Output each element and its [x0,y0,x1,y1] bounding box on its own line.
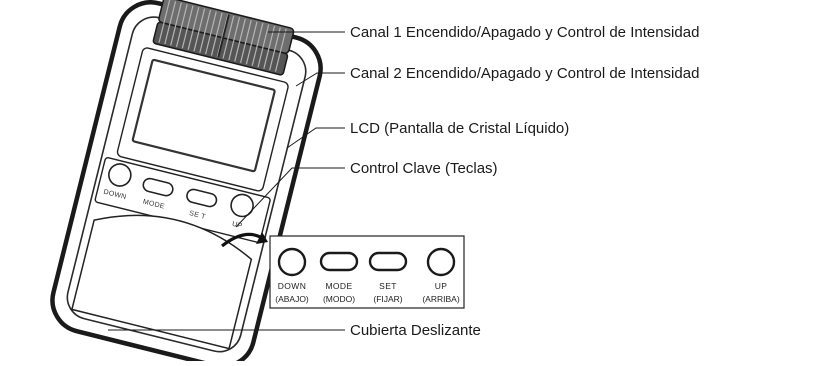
panel-up-key[interactable] [426,247,456,277]
sliding-cover[interactable] [70,201,256,350]
callout-cover: Cubierta Deslizante [350,322,481,339]
key-panel: DOWN MODE SET UP (ABAJO) (MODO) (FIJAR) … [269,235,465,309]
panel-up-sub: (ARRIBA) [422,294,459,304]
leader-channel2 [295,72,345,87]
device: DOWN MODE SE T UP [50,0,323,366]
panel-up-label: UP [435,281,448,291]
panel-set-key[interactable] [368,251,408,272]
panel-mode-label: MODE [325,281,352,291]
panel-down-sub: (ABAJO) [275,294,309,304]
device-set-button[interactable]: SE T [182,188,218,222]
leader-lcd [286,127,345,149]
panel-down-label: DOWN [278,281,307,291]
callout-keys: Control Clave (Teclas) [350,160,498,177]
panel-mode-sub: (MODO) [323,294,355,304]
panel-mode-key[interactable] [319,251,359,272]
panel-down-key[interactable] [277,247,307,277]
intensity-knobs [152,0,295,76]
leader-lines [108,31,345,331]
panel-set-label: SET [379,281,397,291]
leader-keys [235,167,345,228]
callout-lcd: LCD (Pantalla de Cristal Líquido) [350,120,569,137]
lcd-screen [131,58,276,173]
callout-channel1: Canal 1 Encendido/Apagado y Control de I… [350,24,699,41]
device-set-label: SE T [188,210,206,221]
knob-ridges [158,0,287,72]
curved-arrow [221,232,268,248]
callout-channel2: Canal 2 Encendido/Apagado y Control de I… [350,65,699,82]
panel-set-sub: (FIJAR) [373,294,402,304]
device-mode-button[interactable]: MODE [138,177,174,211]
